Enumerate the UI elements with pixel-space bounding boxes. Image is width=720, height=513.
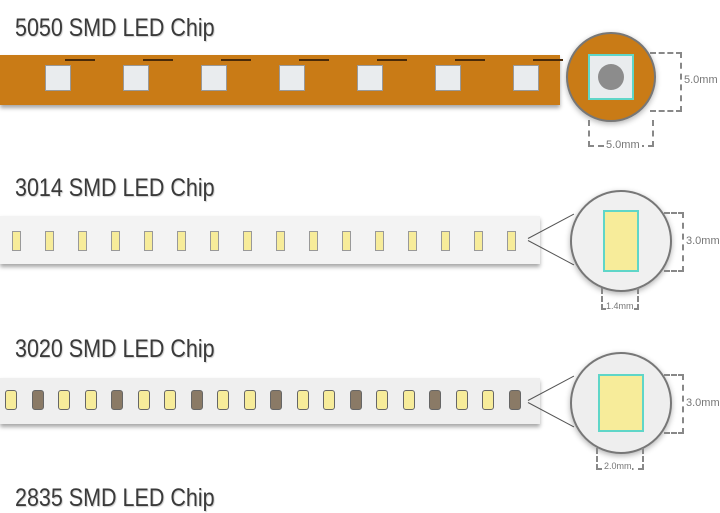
magnified-chip-5050 [566,32,656,122]
led-chip [474,231,483,251]
led-chip [164,390,176,410]
led-chip [279,65,305,91]
led-chip [210,231,219,251]
led-chip [243,390,256,410]
led-chip [375,231,384,251]
magnified-chip-3020 [570,352,672,454]
led-strip-3020 [0,378,540,424]
led-chip [137,390,150,410]
led-chip [45,65,71,91]
led-chip [243,231,252,251]
trace [533,59,563,61]
trace [143,59,173,61]
chip-title-5050: 5050 SMD LED Chip [15,14,215,42]
width-label-3020: 2.0mm [604,461,632,471]
trace [65,59,95,61]
height-label-3020: 3.0mm [686,397,720,409]
led-chip [111,231,120,251]
led-chip [323,390,335,410]
led-chip [31,390,44,410]
led-chip [12,231,21,251]
chip-title-2835: 2835 SMD LED Chip [15,484,215,512]
led-chip [408,231,417,251]
height-label-5050: 5.0mm [684,74,718,86]
height-bracket-5050 [650,52,682,112]
trace [377,59,407,61]
led-strip-3014 [0,216,540,264]
led-chip [276,231,285,251]
led-chip [429,390,441,410]
led-chip [58,390,70,410]
trace [221,59,251,61]
led-chip [144,231,153,251]
led-chip [201,65,227,91]
led-chip [508,390,521,410]
led-chip [5,390,17,410]
chip-title-3014: 3014 SMD LED Chip [15,174,215,202]
led-chip [349,390,362,410]
led-chip [84,390,97,410]
led-chip [402,390,415,410]
height-bracket-3020 [664,374,684,434]
chip-3020 [598,374,644,432]
width-label-3014: 1.4mm [606,301,634,311]
led-chip [270,390,282,410]
led-chip [441,231,450,251]
led-chip [342,231,351,251]
led-chip [357,65,383,91]
height-bracket-3014 [664,212,684,272]
chip-5050 [588,54,634,100]
led-chip [309,231,318,251]
led-chip [45,231,54,251]
width-label-5050: 5.0mm [604,139,642,151]
led-chip [482,390,494,410]
led-chip [435,65,461,91]
led-chip [513,65,539,91]
led-chip [507,231,516,251]
magnified-chip-3014 [570,190,672,292]
led-chip [190,390,203,410]
led-chip [296,390,309,410]
led-strip-5050 [0,55,563,105]
chip-3014 [603,210,639,272]
trace [299,59,329,61]
chip-title-3020: 3020 SMD LED Chip [15,335,215,363]
led-chip [111,390,123,410]
led-chip [376,390,388,410]
led-chip [78,231,87,251]
trace [455,59,485,61]
led-chip [217,390,229,410]
led-chip [123,65,149,91]
height-label-3014: 3.0mm [686,235,720,247]
led-chip [455,390,468,410]
led-chip [177,231,186,251]
